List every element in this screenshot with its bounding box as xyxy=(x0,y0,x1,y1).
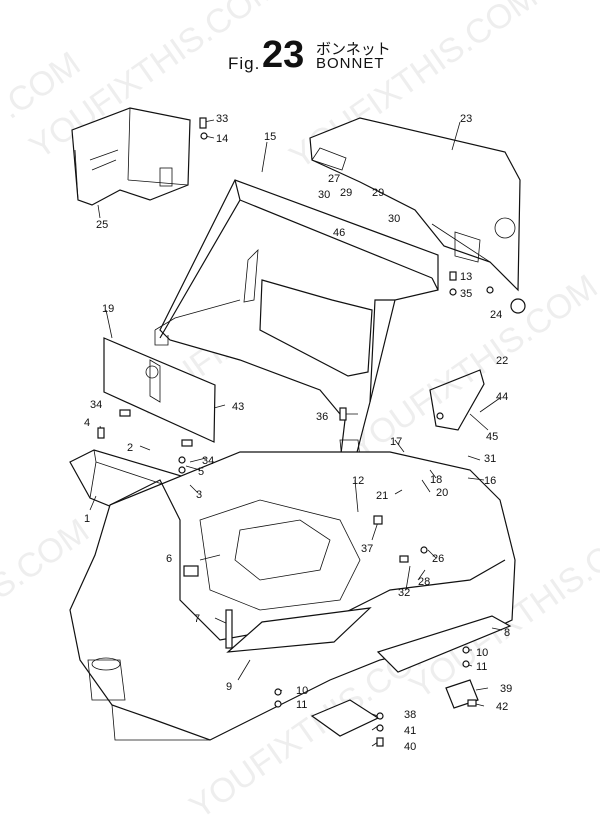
callout-number: 43 xyxy=(232,401,244,413)
callout-number: 10 xyxy=(296,685,308,697)
part-access-panel xyxy=(103,337,216,443)
callout-number: 26 xyxy=(432,553,444,565)
figure-number: 23 xyxy=(262,34,305,76)
callout-number: 8 xyxy=(504,627,510,639)
callout-number: 22 xyxy=(496,355,508,367)
callout-number: 14 xyxy=(216,133,228,145)
figure-title-en: BONNET xyxy=(316,55,385,72)
callout-number: 28 xyxy=(418,576,430,588)
callout-labels: 33 14 15 23 25 27 29 29 30 30 46 13 35 2… xyxy=(84,113,512,753)
callout-number: 7 xyxy=(194,613,200,625)
callout-number: 41 xyxy=(404,725,416,737)
callout-number: 24 xyxy=(490,309,502,321)
callout-number: 18 xyxy=(430,474,442,486)
figure-prefix: Fig. xyxy=(228,54,261,73)
callout-number: 1 xyxy=(84,513,90,525)
callout-number: 37 xyxy=(361,543,373,555)
callout-number: 34 xyxy=(202,455,214,467)
callout-number: 30 xyxy=(318,189,330,201)
callout-number: 21 xyxy=(376,490,388,502)
callout-number: 29 xyxy=(340,187,352,199)
callout-number: 34 xyxy=(90,399,102,411)
callout-number: 31 xyxy=(484,453,496,465)
callout-number: 23 xyxy=(460,113,472,125)
callout-number: 27 xyxy=(328,173,340,185)
callout-number: 33 xyxy=(216,113,228,125)
callout-number: 12 xyxy=(352,475,364,487)
callout-number: 6 xyxy=(166,553,172,565)
fastener-markers xyxy=(97,117,526,747)
callout-number: 45 xyxy=(486,431,498,443)
part-hood-cover xyxy=(309,117,521,292)
callout-number: 15 xyxy=(264,131,276,143)
callout-number: 25 xyxy=(96,219,108,231)
callout-number: 10 xyxy=(476,647,488,659)
figure-title-jp: ボンネット xyxy=(316,41,391,58)
part-handle xyxy=(429,369,485,431)
callout-number: 11 xyxy=(296,699,307,711)
callout-number: 29 xyxy=(372,187,384,199)
callout-number: 9 xyxy=(226,681,232,693)
callout-number: 38 xyxy=(404,709,416,721)
callout-number: 16 xyxy=(484,475,496,487)
callout-number: 11 xyxy=(476,661,487,673)
callout-number: 30 xyxy=(388,213,400,225)
callout-number: 20 xyxy=(436,487,448,499)
callout-number: 5 xyxy=(198,466,204,478)
callout-number: 32 xyxy=(398,587,410,599)
callout-number: 2 xyxy=(127,442,133,454)
callout-number: 13 xyxy=(460,271,472,283)
callout-number: 19 xyxy=(102,303,114,315)
callout-number: 40 xyxy=(404,741,416,753)
part-side-cover-left xyxy=(71,107,191,206)
callout-number: 17 xyxy=(390,436,402,448)
callout-number: 36 xyxy=(316,411,328,423)
callout-number: 35 xyxy=(460,288,472,300)
part-base-frame xyxy=(69,451,516,741)
callout-number: 44 xyxy=(496,391,508,403)
callout-number: 4 xyxy=(84,417,90,429)
callout-number: 3 xyxy=(196,489,202,501)
callout-number: 39 xyxy=(500,683,512,695)
callout-number: 46 xyxy=(333,227,345,239)
part-bottom-plate-9 xyxy=(226,607,372,653)
part-bottom-plate-8 xyxy=(376,615,512,673)
callout-number: 42 xyxy=(496,701,508,713)
